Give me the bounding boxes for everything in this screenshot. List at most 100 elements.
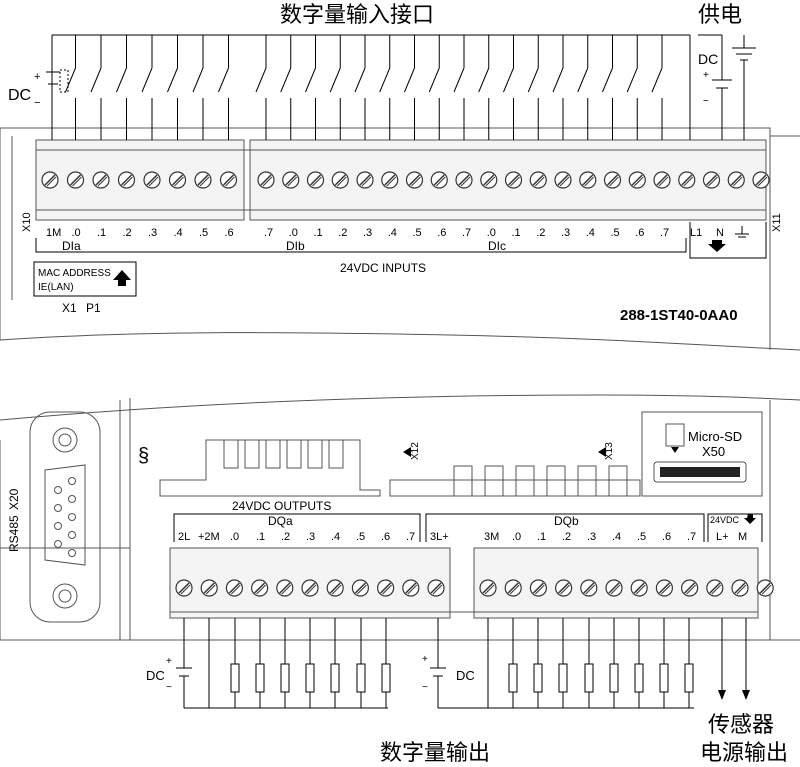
output-terminal-label-b: .4 — [612, 531, 621, 543]
input-terminal-label: .6 — [225, 227, 234, 239]
input-terminal-label: .1 — [512, 227, 521, 239]
bottom-housing-outline — [0, 394, 800, 421]
svg-text:DC: DC — [456, 668, 475, 683]
input-terminal-label: .1 — [314, 227, 323, 239]
load-resistor — [230, 663, 240, 693]
output-terminal-label-b: .7 — [687, 531, 696, 543]
model-number: 288-1ST40-0AA0 — [620, 307, 738, 324]
input-terminal-label: .1 — [97, 227, 106, 239]
port-p1-label: P1 — [86, 301, 101, 315]
input-terminal-label: .7 — [264, 227, 273, 239]
load-resistor — [584, 663, 594, 693]
svg-text:+: + — [34, 71, 40, 83]
sensor-terminal-label: M — [738, 531, 747, 543]
x20-label: X20 — [7, 488, 21, 510]
expansion-connector — [159, 439, 381, 497]
input-terminal-label: .4 — [586, 227, 595, 239]
power-arrow-icon — [708, 240, 726, 252]
group-dqb-label: DQb — [554, 514, 579, 528]
output-title: 数字量输出 — [380, 740, 490, 765]
group-dic-label: DIc — [488, 239, 506, 253]
input-terminal-label: .2 — [536, 227, 545, 239]
output-terminal-label-b: .2 — [562, 531, 571, 543]
input-terminal-label: .3 — [148, 227, 157, 239]
port-x1-label: X1 — [62, 301, 77, 315]
sensor-power-title: 电源输出 — [700, 740, 788, 765]
top-terminal-screws — [41, 171, 770, 189]
input-title: 数字量输入接口 — [280, 2, 434, 27]
svg-text:−: − — [703, 96, 709, 107]
load-resistor — [356, 663, 366, 693]
input-terminal-label: .6 — [635, 227, 644, 239]
svg-text:DC: DC — [146, 668, 165, 683]
input-terminal-label: N — [716, 227, 724, 239]
micro-sd-slot — [641, 411, 763, 497]
output-dc-source-right: DC + − — [422, 654, 475, 693]
group-dib-label: DIb — [286, 239, 305, 253]
output-load-wires — [183, 618, 694, 708]
output-terminal-label-a: .0 — [230, 531, 239, 543]
input-terminal-label: .7 — [462, 227, 471, 239]
sensor-power-arrows — [718, 618, 750, 700]
svg-text:+: + — [703, 70, 709, 81]
connector-x11: X11 — [771, 213, 783, 232]
load-resistor — [280, 663, 290, 693]
load-resistor — [659, 663, 669, 693]
input-terminal-label: .5 — [413, 227, 422, 239]
load-resistor — [533, 663, 543, 693]
output-terminal-label-b: .3 — [587, 531, 596, 543]
rs485-label: RS485 — [7, 515, 21, 552]
input-terminal-labels: 1M.0.1.2.3.4.5.6.7.0.1.2.3.4.5.6.7.0.1.2… — [46, 227, 724, 239]
input-terminal-label: .2 — [123, 227, 132, 239]
input-terminal-label: 1M — [46, 227, 61, 239]
rs485-connector — [29, 411, 101, 623]
input-terminal-label: .6 — [437, 227, 446, 239]
micro-sd-label: Micro-SD — [688, 429, 742, 444]
input-dc-source: DC + − — [8, 69, 69, 109]
x12-x13-connector — [389, 465, 641, 497]
input-terminal-label: .7 — [660, 227, 669, 239]
power-title: 供电 — [698, 2, 742, 27]
output-terminal-label-a: +2M — [198, 531, 220, 543]
output-terminal-label-a: .2 — [281, 531, 290, 543]
input-switch-wires — [65, 35, 691, 140]
output-terminal-label-a: .7 — [406, 531, 415, 543]
svg-text:DC: DC — [8, 87, 31, 104]
output-terminal-label-b: 3L+ — [430, 531, 449, 543]
ground-icon — [735, 226, 749, 238]
load-resistor — [255, 663, 265, 693]
power-supply-symbol: DC + − — [698, 34, 756, 140]
mac-address-label: MAC ADDRESS — [38, 268, 111, 279]
inputs-label: 24VDC INPUTS — [340, 261, 426, 275]
load-resistor — [634, 663, 644, 693]
output-terminal-label-a: .6 — [381, 531, 390, 543]
output-terminal-label-a: 2L — [178, 531, 190, 543]
load-resistor — [330, 663, 340, 693]
bottom-terminal-screws — [175, 579, 774, 597]
output-terminal-label-a: .1 — [256, 531, 265, 543]
output-terminal-label-b: .6 — [662, 531, 671, 543]
input-terminal-label: .2 — [338, 227, 347, 239]
input-terminal-label: .0 — [72, 227, 81, 239]
sensor-title: 传感器 — [708, 712, 774, 737]
load-resistor — [558, 663, 568, 693]
svg-text:−: − — [34, 97, 40, 109]
output-dc-source-left: DC + − — [146, 656, 192, 693]
output-terminal-label-a: .4 — [331, 531, 340, 543]
sensor-terminal-label: L+ — [716, 531, 729, 543]
output-terminal-label-b: .0 — [512, 531, 521, 543]
output-terminal-label-a: .5 — [356, 531, 365, 543]
input-terminal-label: .0 — [289, 227, 298, 239]
group-dqa-label: DQa — [268, 514, 293, 528]
output-terminal-label-a: .3 — [306, 531, 315, 543]
input-terminal-label: .3 — [561, 227, 570, 239]
x13-label: X13 — [604, 442, 615, 460]
input-terminal-label: .4 — [174, 227, 183, 239]
svg-text:DC: DC — [698, 51, 718, 67]
load-resistor — [684, 663, 694, 693]
x12-label: X12 — [410, 442, 421, 460]
mac-address-box — [33, 261, 137, 297]
outputs-label: 24VDC OUTPUTS — [232, 499, 331, 513]
